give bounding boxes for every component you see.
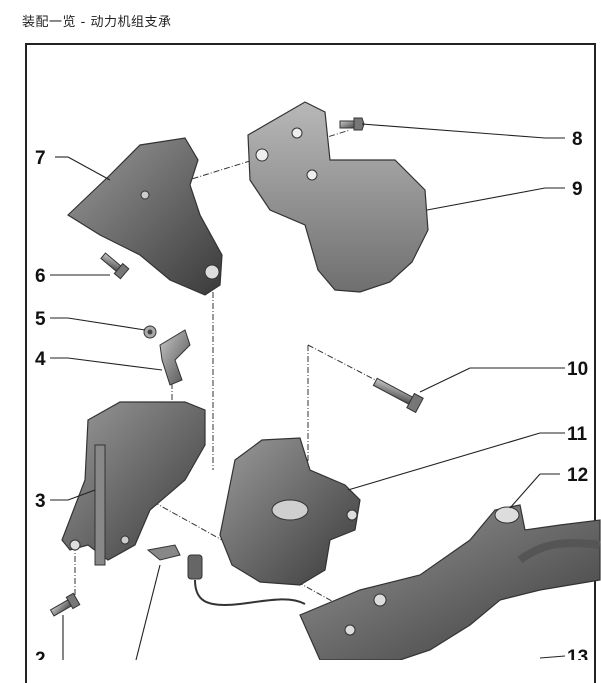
subframe bbox=[299, 504, 601, 660]
callout-4: 4 bbox=[35, 349, 46, 370]
diagram-frame bbox=[25, 43, 596, 683]
bolt-8 bbox=[339, 117, 365, 131]
bolt-2 bbox=[49, 592, 81, 617]
callout-8: 8 bbox=[572, 129, 583, 150]
engine-bracket bbox=[67, 137, 223, 296]
callout-6: 6 bbox=[35, 266, 46, 287]
bolt-6 bbox=[100, 252, 130, 280]
heat-shield bbox=[247, 101, 429, 293]
leader-lines bbox=[50, 123, 566, 660]
clip-4 bbox=[159, 329, 191, 386]
nut-5 bbox=[143, 325, 157, 339]
callout-12: 12 bbox=[567, 465, 588, 486]
callout-5: 5 bbox=[35, 309, 46, 330]
exploded-assembly-diagram: 2 3 4 5 6 7 8 9 10 11 12 13 bbox=[35, 101, 601, 660]
callout-13: 13 bbox=[567, 647, 588, 660]
callout-11: 11 bbox=[567, 424, 588, 445]
left-mount-bracket bbox=[61, 401, 206, 566]
bolt-10 bbox=[372, 377, 424, 414]
callout-7: 7 bbox=[35, 148, 46, 169]
engine-mount bbox=[219, 437, 361, 586]
callout-2: 2 bbox=[35, 649, 46, 660]
page-title: 装配一览 - 动力机组支承 bbox=[22, 15, 172, 30]
sensor-with-cable bbox=[146, 544, 306, 606]
callout-3: 3 bbox=[35, 491, 46, 512]
callout-10: 10 bbox=[567, 359, 588, 380]
callout-9: 9 bbox=[572, 179, 583, 200]
